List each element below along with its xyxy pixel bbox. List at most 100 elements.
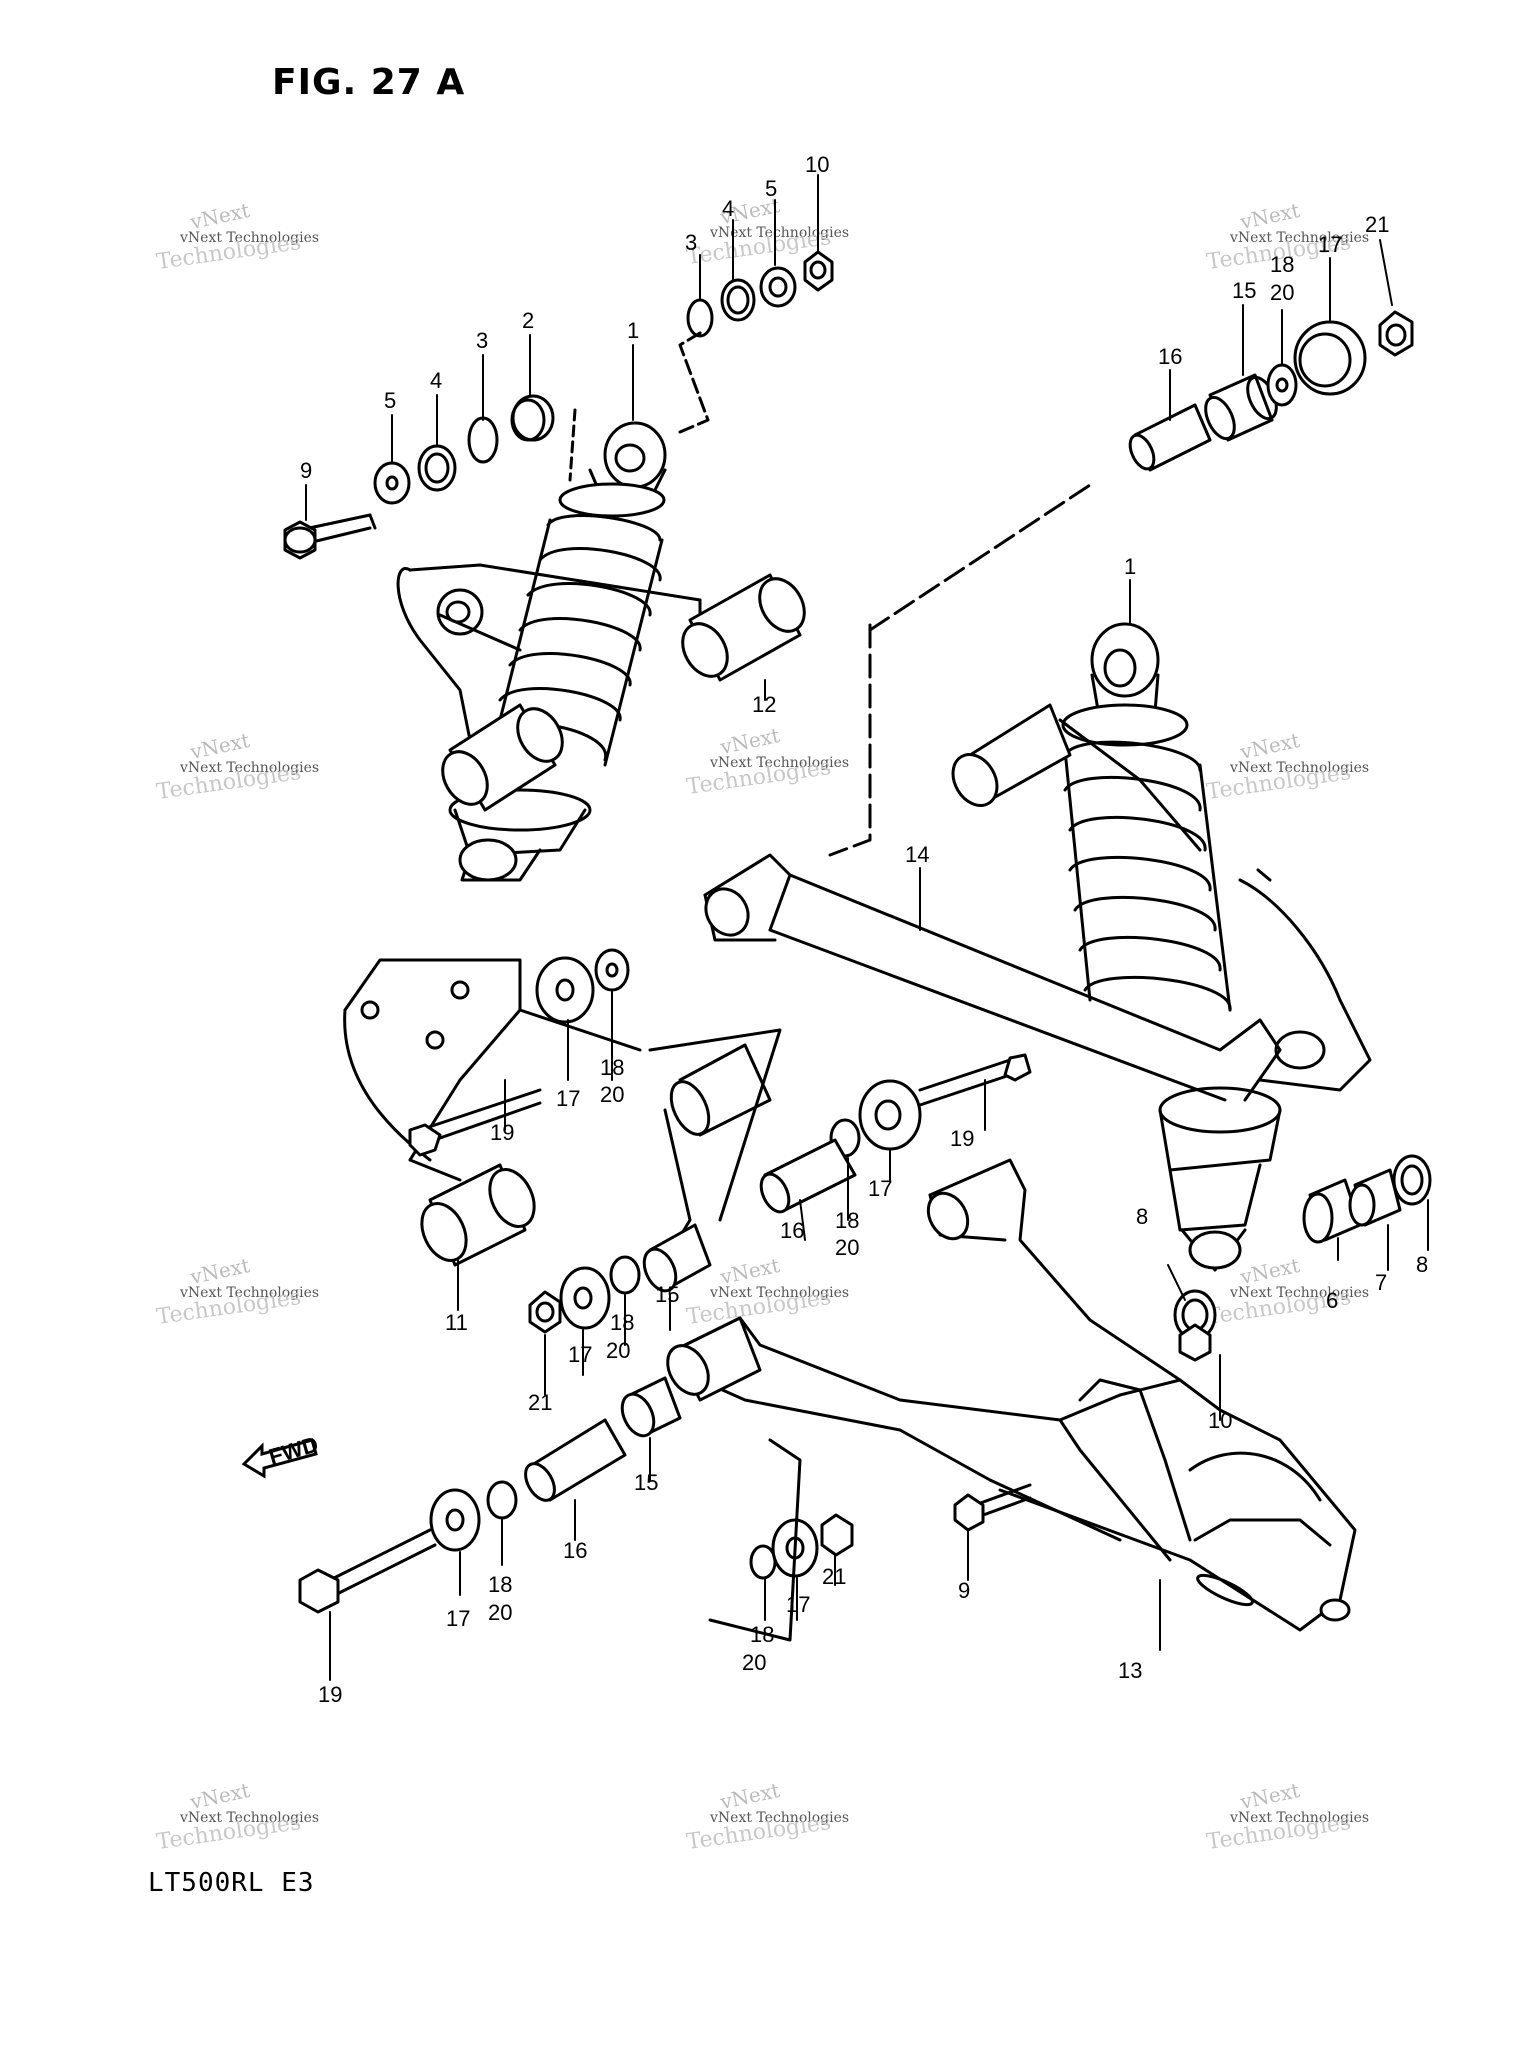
seal-4-inner (424, 452, 450, 484)
callout-label: 4 (430, 368, 442, 393)
callout-label: 2 (522, 308, 534, 333)
bolt-19-right (918, 1053, 1032, 1107)
callout-label: 20 (606, 1338, 630, 1363)
callout-label: 17 (786, 1592, 810, 1617)
callout-label: 16 (563, 1538, 587, 1563)
washer-17b-inner (874, 1099, 902, 1131)
callout-label: 11 (445, 1310, 468, 1335)
washer-17d (429, 1488, 481, 1552)
callout-label: 21 (822, 1564, 846, 1589)
bushing-2 (510, 394, 555, 442)
callout-label: 18 (835, 1208, 859, 1233)
bearing-15-bottom (620, 1376, 682, 1438)
callout-label: 7 (1375, 1270, 1387, 1295)
callout-label: 20 (600, 1082, 624, 1107)
washer-18e (749, 1544, 777, 1580)
callout-label: 18 (1270, 252, 1294, 277)
callout-label: 1 (1124, 554, 1136, 579)
guide-line (868, 483, 1092, 632)
circlip-3b (686, 298, 714, 338)
callout-label: 1 (627, 318, 639, 343)
bearing-15-mid (642, 1223, 712, 1293)
nut-10-mid (1178, 1323, 1212, 1362)
shock-absorber-left (448, 421, 667, 882)
washer-17-top (1293, 320, 1367, 396)
washer-18d (486, 1480, 518, 1520)
washer-18-top (1266, 363, 1298, 407)
washer-17d-hole (445, 1508, 465, 1532)
callout-label: 19 (950, 1126, 974, 1151)
bolt-9-bottom (953, 1483, 1032, 1532)
callout-label: 21 (528, 1390, 552, 1415)
bushing-mid (669, 1043, 772, 1137)
callout-label: 17 (568, 1342, 592, 1367)
washer-18a (594, 948, 630, 992)
callout-label: 20 (488, 1600, 512, 1625)
nut-10-top (803, 250, 834, 292)
callout-label: 20 (835, 1235, 859, 1260)
sleeve-16-mid (759, 1138, 857, 1214)
callout-label: 10 (1208, 1408, 1232, 1433)
cross-tube-14 (703, 853, 1282, 1102)
callout-label: 18 (488, 1572, 512, 1597)
callout-label: 5 (765, 176, 777, 201)
callout-label: 17 (446, 1606, 470, 1631)
sleeve-16-bottom (524, 1418, 627, 1502)
callout-label: 6 (1326, 1288, 1338, 1313)
callout-label: 18 (750, 1622, 774, 1647)
figure-title: FIG. 27 A (272, 62, 466, 103)
guide-line (828, 623, 872, 857)
callout-label: 17 (1318, 232, 1342, 257)
callout-label: 3 (476, 328, 488, 353)
callout-label: 19 (490, 1120, 514, 1145)
washer-5-hole (385, 475, 399, 491)
callout-label: 12 (752, 692, 776, 717)
leader-frame (648, 1028, 782, 1222)
spacer-7 (1348, 1168, 1402, 1227)
callout-label: 20 (742, 1650, 766, 1675)
callout-label: 19 (318, 1682, 342, 1707)
guide-line (678, 328, 710, 434)
bearing-15-top (1204, 373, 1278, 442)
callout-label: 3 (685, 230, 697, 255)
callout-label: 4 (722, 196, 734, 221)
callout-label: 17 (556, 1086, 580, 1111)
bearing-6 (1302, 1178, 1362, 1244)
washer-17a (535, 956, 595, 1024)
washer-17c (559, 1266, 611, 1330)
washer-5b (759, 266, 797, 308)
callout-label: 5 (384, 388, 396, 413)
callout-label: 16 (1158, 344, 1182, 369)
callout-label: 10 (805, 152, 829, 177)
callout-label: 13 (1118, 1658, 1142, 1683)
washer-5b-hole (768, 276, 788, 298)
seal-4b-inner (726, 285, 750, 315)
callout-label: 21 (1365, 212, 1389, 237)
seal-8-right (1392, 1154, 1432, 1206)
bracket-left (343, 958, 642, 1267)
callout-label: 20 (1270, 280, 1294, 305)
callout-label: 17 (868, 1176, 892, 1201)
upper-arm-right (951, 703, 1372, 1092)
washer-18a-hole (605, 962, 619, 978)
callout-label: 18 (600, 1055, 624, 1080)
washer-18c (609, 1255, 641, 1295)
bolt-19-bottom (298, 1528, 437, 1614)
callout-label: 15 (655, 1282, 679, 1307)
callout-label: 9 (958, 1578, 970, 1603)
washer-17b (858, 1079, 922, 1151)
nut-21-mid (528, 1290, 562, 1334)
nut-21-bottom (820, 1513, 854, 1557)
shock-absorber-right (1061, 622, 1282, 1272)
model-code: LT500RL E3 (148, 1868, 315, 1898)
washer-17a-hole (555, 978, 575, 1002)
guide-line (568, 408, 577, 482)
leader-frame (708, 1438, 802, 1642)
callout-label: 9 (300, 458, 312, 483)
callout-numbers: 9 5 4 3 2 1 3 4 5 10 16 15 18 20 17 21 1… (300, 152, 1428, 1707)
washer-18-top-hole (1275, 377, 1289, 393)
sleeve-16-top (1128, 403, 1212, 472)
circlip-3 (467, 416, 499, 464)
